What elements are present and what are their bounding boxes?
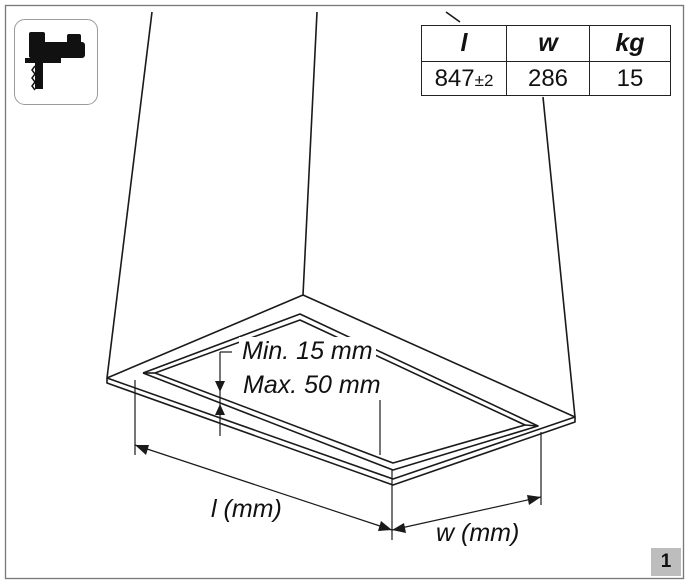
page-number-badge: 1 [651,548,681,576]
value-length-tolerance: ±2 [474,70,494,90]
dimension-lines [134,351,542,540]
header-weight: kg [589,25,671,62]
value-weight: 15 [589,61,671,96]
dimension-arrows [135,381,541,533]
spec-table: l w kg 847±2 286 15 [421,25,671,96]
length-label: l (mm) [211,495,282,523]
width-label: w (mm) [436,519,520,547]
tool-icon-box [14,19,98,105]
value-width: 286 [506,61,590,96]
spec-table-header-row: l w kg [421,25,671,62]
min-depth-label: Min. 15 mm [239,337,376,366]
header-width: w [506,25,590,62]
value-length-number: 847 [434,64,475,92]
max-depth-label: Max. 50 mm [240,371,384,400]
jigsaw-icon [25,32,85,91]
hood-outline [106,11,576,486]
spec-table-value-row: 847±2 286 15 [421,61,671,96]
value-length: 847±2 [421,61,507,96]
header-length: l [421,25,507,62]
outer-border [4,4,685,580]
